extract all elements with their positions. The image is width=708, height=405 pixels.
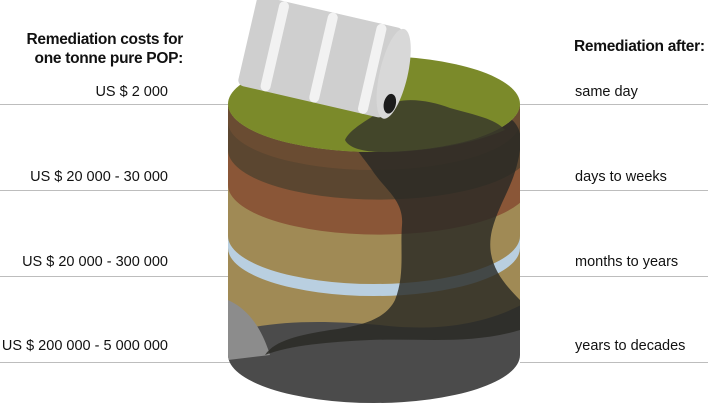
barrel-end <box>376 28 411 119</box>
barrel-rib-1 <box>260 1 290 92</box>
gray-rock-patch <box>228 300 270 360</box>
cost-header: Remediation costs for one tonne pure POP… <box>26 31 184 67</box>
cost-label-4: US $ 200 000 - 5 000 000 <box>1 338 168 354</box>
barrel-rib-2 <box>309 12 338 103</box>
time-label-3: months to years <box>575 254 679 270</box>
cost-label-3: US $ 20 000 - 300 000 <box>22 254 168 270</box>
barrel-rib-3 <box>357 23 387 114</box>
row-line-4-right <box>520 362 708 363</box>
row-line-2-right <box>520 190 708 191</box>
cost-label-1: US $ 2 000 <box>95 84 168 100</box>
time-header: Remediation after: <box>574 38 705 55</box>
contaminant-plume <box>265 111 520 355</box>
oil-barrel <box>238 0 411 119</box>
time-label-2: days to weeks <box>575 169 667 185</box>
row-line-1 <box>0 104 232 105</box>
barrel-opening <box>383 93 397 114</box>
row-line-4 <box>0 362 232 363</box>
time-label-4: years to decades <box>575 338 686 354</box>
row-line-3-right <box>520 276 708 277</box>
time-label-1: same day <box>575 84 638 100</box>
row-line-3 <box>0 276 232 277</box>
cost-label-2: US $ 20 000 - 30 000 <box>30 169 168 185</box>
row-line-1-right <box>520 104 708 105</box>
row-line-2 <box>0 190 232 191</box>
